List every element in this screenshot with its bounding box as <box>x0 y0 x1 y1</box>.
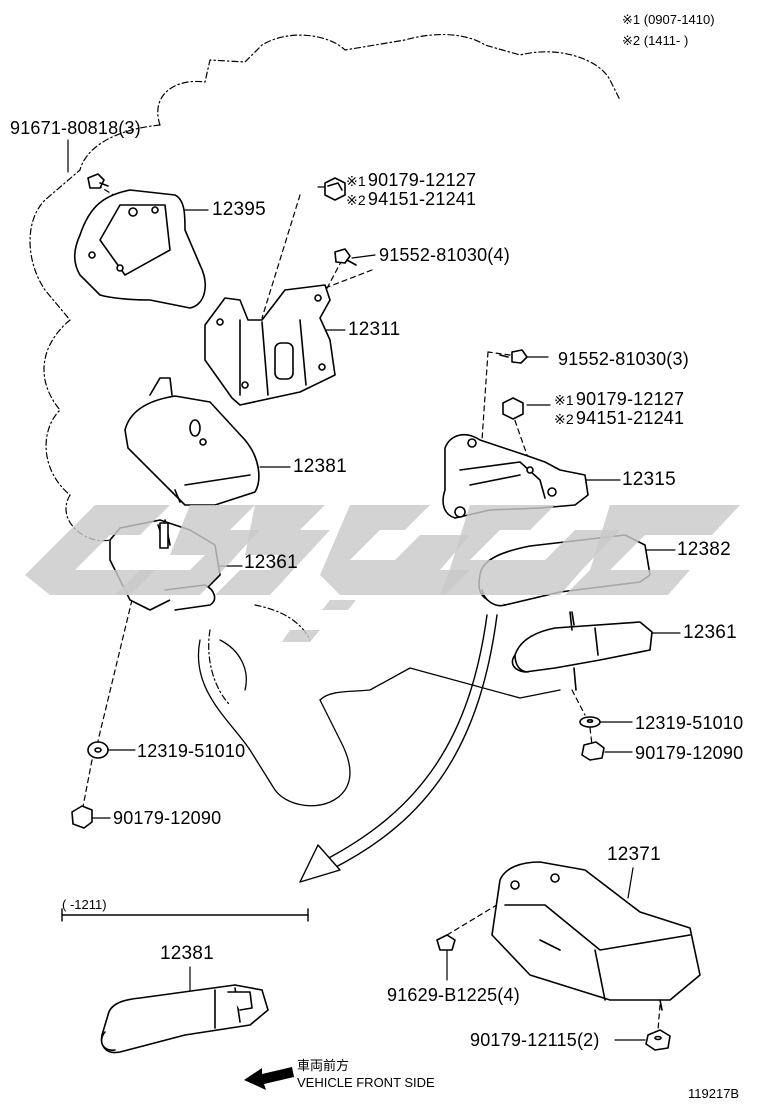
bracket-12371 <box>491 861 701 1011</box>
label-bolt-91671: 91671-80818(3) <box>10 118 141 138</box>
nut-right-upper <box>502 397 524 420</box>
part-number: 90179-12127 <box>575 389 685 409</box>
direction-arrow <box>299 614 498 883</box>
label-12371: 12371 <box>607 844 661 865</box>
bolt-91552-4 <box>334 248 357 266</box>
part-number: 94151-21241 <box>575 408 685 428</box>
variant-note-2: ※2 (1411- ) <box>622 33 689 48</box>
label-washer-right: 12319-51010 <box>635 713 744 733</box>
label-12315: 12315 <box>622 469 676 490</box>
label-12381-top: 12381 <box>293 456 347 477</box>
label-12395: 12395 <box>212 199 266 220</box>
label-12361-left: 12361 <box>244 552 298 573</box>
label-nut-right: 90179-12090 <box>635 743 744 763</box>
flange-nut-12115 <box>645 1029 671 1051</box>
transmission-outline <box>197 639 561 807</box>
part-number: 90179-12127 <box>367 170 477 190</box>
label-12381-bottom: 12381 <box>160 943 214 964</box>
label-12311: 12311 <box>348 319 401 340</box>
bracket-12315 <box>442 433 589 519</box>
ref-mark-2: ※2 <box>346 192 366 208</box>
flange-nut-left <box>71 805 93 829</box>
label-bolt-91552-3: 91552-81030(3) <box>558 349 689 369</box>
diagram-id: 119217B <box>688 1086 740 1101</box>
washer-right <box>579 716 601 728</box>
vehicle-front-jp: 車両前方 <box>297 1058 350 1073</box>
label-12382: 12382 <box>677 539 731 560</box>
range-label: ( -1211) <box>62 897 107 912</box>
vehicle-front-arrow <box>244 1067 294 1090</box>
bracket-12395 <box>73 189 206 309</box>
part-number: 94151-21241 <box>367 189 477 209</box>
ref-mark-2: ※2 <box>554 411 574 427</box>
variant-note-1: ※1 (0907-1410) <box>622 12 715 27</box>
label-nut-12115: 90179-12115(2) <box>470 1030 600 1050</box>
insulator-12381-old <box>100 984 269 1054</box>
mount-12361-right <box>511 611 653 691</box>
bolt-91552-3 <box>499 349 528 364</box>
label-nut-left: 90179-12090 <box>113 808 222 828</box>
label-bolt-91552-4: 91552-81030(4) <box>379 245 510 265</box>
range-bracket <box>61 908 309 922</box>
ref-mark-1: ※1 <box>554 392 574 408</box>
label-12361-right: 12361 <box>683 622 737 643</box>
vehicle-front-en: VEHICLE FRONT SIDE <box>297 1075 435 1090</box>
bracket-12311 <box>204 284 336 406</box>
bolt-91629 <box>436 934 456 951</box>
label-bolt-91629: 91629-B1225(4) <box>387 985 520 1005</box>
washer-left <box>87 741 109 759</box>
label-washer-left: 12319-51010 <box>137 741 246 761</box>
nut-upper <box>324 177 346 201</box>
bolt-91671 <box>87 173 109 189</box>
insulator-12381 <box>124 377 260 506</box>
ref-mark-1: ※1 <box>346 173 366 189</box>
flange-nut-right <box>581 741 605 761</box>
